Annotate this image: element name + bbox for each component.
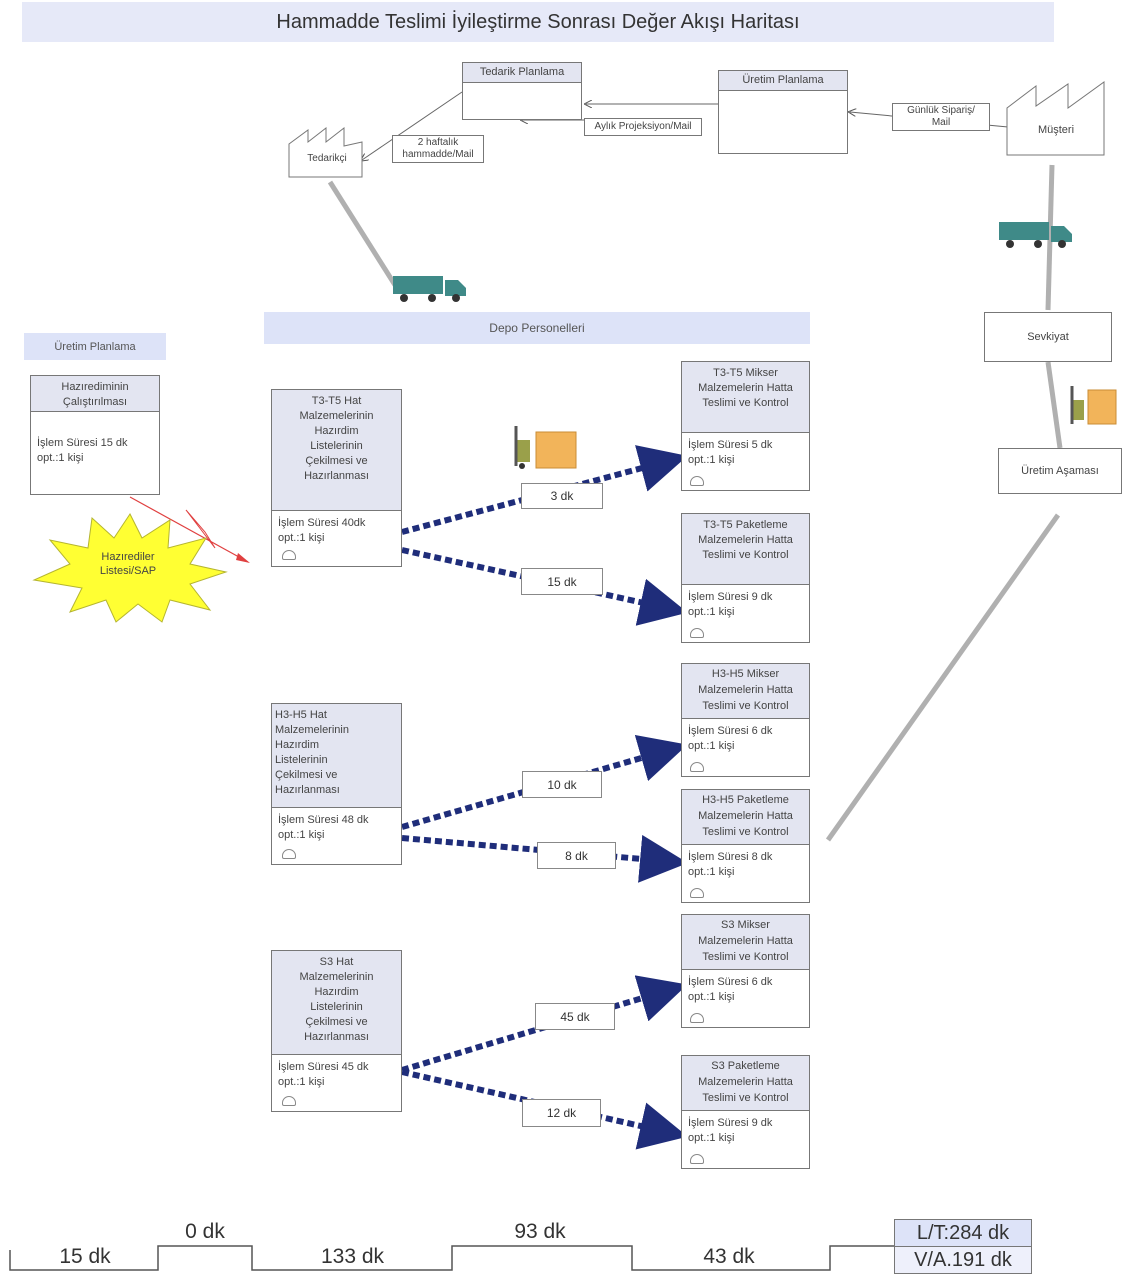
operator-icon xyxy=(690,628,704,638)
source-process-title: T3-T5 Hat Malzemelerinin Hazırdim Listel… xyxy=(272,390,401,511)
push-arrow-2 xyxy=(401,547,688,626)
kanban-marker xyxy=(185,509,216,549)
target-process-body: İşlem Süresi 8 dk opt.:1 kişi xyxy=(688,851,773,878)
target-process-body: İşlem Süresi 6 dk opt.:1 kişi xyxy=(688,976,773,1003)
truck-icon-customer xyxy=(999,222,1072,248)
operator-icon xyxy=(690,476,704,486)
push-arrow-1 xyxy=(401,445,688,535)
target-process-body: İşlem Süresi 6 dk opt.:1 kişi xyxy=(688,725,773,752)
timeline-low-2: 133 dk xyxy=(320,1245,385,1268)
target-process-6: S3 Paketleme Malzemelerin Hatta Teslimi … xyxy=(681,1055,810,1169)
source-process-body: İşlem Süresi 40dk opt.:1 kişi xyxy=(278,517,366,544)
source-process-body: İşlem Süresi 48 dk opt.:1 kişi xyxy=(278,814,369,841)
shipping-box: Sevkiyat xyxy=(984,312,1112,362)
page-title: Hammadde Teslimi İyileştirme Sonrası Değ… xyxy=(22,2,1054,42)
recipe-run-body: İşlem Süresi 15 dk opt.:1 kişi xyxy=(37,437,128,464)
operator-icon xyxy=(282,849,296,859)
push-arrow-3 xyxy=(401,734,688,830)
kanban-arrowhead xyxy=(236,553,250,563)
customer-label: Müşteri xyxy=(1037,124,1075,136)
source-process-s3: S3 Hat Malzemelerinin Hazırdim Listeleri… xyxy=(271,950,402,1112)
timeline-low-3: 43 dk xyxy=(703,1245,755,1268)
material-line-supplier xyxy=(327,180,398,287)
target-process-title: H3-H5 Paketleme Malzemelerin Hatta Tesli… xyxy=(682,790,809,845)
kaizen-burst-label: Hazırediler Listesi/SAP xyxy=(99,551,157,577)
monthly-projection-label: Aylık Projeksiyon/Mail xyxy=(584,118,702,136)
operator-icon xyxy=(690,1154,704,1164)
supplier-factory-icon xyxy=(288,126,363,178)
biweekly-material-label: 2 haftalık hammadde/Mail xyxy=(392,135,484,163)
operator-icon xyxy=(690,1013,704,1023)
supply-planning-title: Tedarik Planlama xyxy=(463,63,581,83)
operator-icon xyxy=(282,1096,296,1106)
operator-icon xyxy=(690,762,704,772)
target-process-body: İşlem Süresi 9 dk opt.:1 kişi xyxy=(688,1117,773,1144)
forklift-icon-right xyxy=(1070,386,1117,425)
value-added-box: V/A.191 dk xyxy=(894,1246,1032,1274)
target-process-2: T3-T5 Paketleme Malzemelerin Hatta Tesli… xyxy=(681,513,810,643)
timeline-high-1: 0 dk xyxy=(185,1220,225,1243)
source-process-h3h5: H3-H5 Hat Malzemelerinin Hazırdim Listel… xyxy=(271,703,402,865)
target-process-title: H3-H5 Mikser Malzemelerin Hatta Teslimi … xyxy=(682,664,809,719)
transfer-time-5: 45 dk xyxy=(535,1003,615,1030)
production-stage-box: Üretim Aşaması xyxy=(998,448,1122,494)
recipe-run-box: Hazırediminin Çalıştırılması İşlem Süres… xyxy=(30,375,160,495)
left-planning-band: Üretim Planlama xyxy=(24,333,166,360)
material-line-production xyxy=(825,513,1061,842)
source-process-title: H3-H5 Hat Malzemelerinin Hazırdim Listel… xyxy=(272,704,401,808)
production-planning-title: Üretim Planlama xyxy=(719,71,847,91)
timeline-low-1: 15 dk xyxy=(59,1245,111,1268)
timeline-high-2: 93 dk xyxy=(514,1220,566,1243)
daily-order-label: Günlük Sipariş/ Mail xyxy=(892,103,990,131)
transfer-time-4: 8 dk xyxy=(537,842,616,869)
production-planning-box: Üretim Planlama xyxy=(718,70,848,154)
lead-time-box: L/T:284 dk xyxy=(894,1219,1032,1247)
transfer-time-6: 12 dk xyxy=(522,1099,601,1127)
timeline-ladder xyxy=(9,1245,894,1271)
supply-planning-box: Tedarik Planlama xyxy=(462,62,582,120)
target-process-body: İşlem Süresi 9 dk opt.:1 kişi xyxy=(688,591,773,618)
info-flow-supplier xyxy=(362,91,463,160)
push-arrow-6 xyxy=(401,1069,688,1150)
warehouse-staff-band: Depo Personelleri xyxy=(264,312,810,344)
forklift-icon-center xyxy=(514,426,577,469)
operator-icon xyxy=(690,888,704,898)
kanban-arrow xyxy=(129,496,249,563)
transfer-time-1: 3 dk xyxy=(521,483,603,509)
source-process-t3t5: T3-T5 Hat Malzemelerinin Hazırdim Listel… xyxy=(271,389,402,567)
operator-icon xyxy=(282,550,296,560)
target-process-4: H3-H5 Paketleme Malzemelerin Hatta Tesli… xyxy=(681,789,810,903)
material-line-shipping xyxy=(1045,361,1063,449)
target-process-body: İşlem Süresi 5 dk opt.:1 kişi xyxy=(688,439,773,466)
target-process-title: S3 Mikser Malzemelerin Hatta Teslimi ve … xyxy=(682,915,809,970)
material-line-customer xyxy=(1045,164,1055,311)
kaizen-burst-icon xyxy=(32,513,228,623)
target-process-5: S3 Mikser Malzemelerin Hatta Teslimi ve … xyxy=(681,914,810,1028)
recipe-run-title: Hazırediminin Çalıştırılması xyxy=(31,376,159,412)
target-process-title: S3 Paketleme Malzemelerin Hatta Teslimi … xyxy=(682,1056,809,1111)
transfer-time-2: 15 dk xyxy=(521,568,603,595)
target-process-title: T3-T5 Mikser Malzemelerin Hatta Teslimi … xyxy=(682,362,809,433)
transfer-time-3: 10 dk xyxy=(522,771,602,798)
target-process-3: H3-H5 Mikser Malzemelerin Hatta Teslimi … xyxy=(681,663,810,777)
source-process-title: S3 Hat Malzemelerinin Hazırdim Listeleri… xyxy=(272,951,401,1055)
source-process-body: İşlem Süresi 45 dk opt.:1 kişi xyxy=(278,1061,369,1088)
truck-icon-supplier xyxy=(393,276,466,302)
target-process-1: T3-T5 Mikser Malzemelerin Hatta Teslimi … xyxy=(681,361,810,491)
customer-factory-icon xyxy=(1006,81,1105,156)
target-process-title: T3-T5 Paketleme Malzemelerin Hatta Tesli… xyxy=(682,514,809,585)
supplier-label: Tedarikçi xyxy=(307,153,347,164)
